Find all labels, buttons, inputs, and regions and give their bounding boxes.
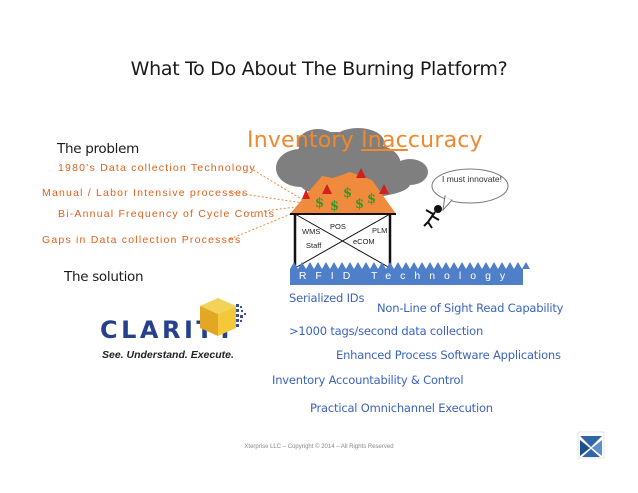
solution-item: Non-Line of Sight Read Capability [377,301,564,315]
dollar-sign: $ [330,199,340,214]
house-label-staff: Staff [306,241,322,250]
problem-item: Gaps in Data collection Processes [42,234,242,246]
rfid-technology-label: RFID Technology [298,270,515,282]
problem-item: Bi-Annual Frequency of Cycle Counts [58,208,276,220]
solution-heading: The solution [64,269,144,285]
speech-bubble-icon [431,168,509,212]
copyright-footer: Xterprise LLC – Copyright © 2014 – All R… [244,444,394,450]
problem-item: Manual / Labor Intensive processes [42,187,249,199]
dollar-sign: $ [367,192,377,207]
solution-item: Enhanced Process Software Applications [336,348,561,362]
problem-heading: The problem [57,141,139,157]
problem-item: 1980’s Data collection Technology [58,162,256,174]
dollar-sign: $ [343,186,353,201]
solution-item: Practical Omnichannel Execution [310,401,493,415]
solution-item: >1000 tags/second data collection [289,324,484,338]
house-label-wms: WMS [302,227,321,236]
house-icon [290,168,396,269]
slide-title: What To Do About The Burning Platform? [130,58,508,80]
speech-bubble-text: I must innovate! [441,174,502,184]
inventory-title-suffix: curacy [407,128,483,153]
house-label-plm: PLM [372,226,388,235]
solution-item: Inventory Accountability & Control [272,373,464,387]
solution-item: Serialized IDs [289,291,365,305]
dollar-sign: $ [315,196,325,211]
dollar-sign: $ [355,197,365,212]
inventory-inaccuracy-title: Inventory Inaccuracy [247,128,483,153]
house-label-ecom: eCOM [353,237,375,246]
inventory-title-underlined: Inac [361,128,408,153]
clarity-tagline: See. Understand. Execute. [102,349,234,361]
clarity-cube-logo [200,298,246,336]
rfid-band [290,262,531,285]
inventory-title-prefix: Inventory [247,128,362,153]
house-label-pos: POS [330,222,346,231]
stick-figure-icon [423,205,442,229]
xterprise-logo-icon [577,431,605,459]
